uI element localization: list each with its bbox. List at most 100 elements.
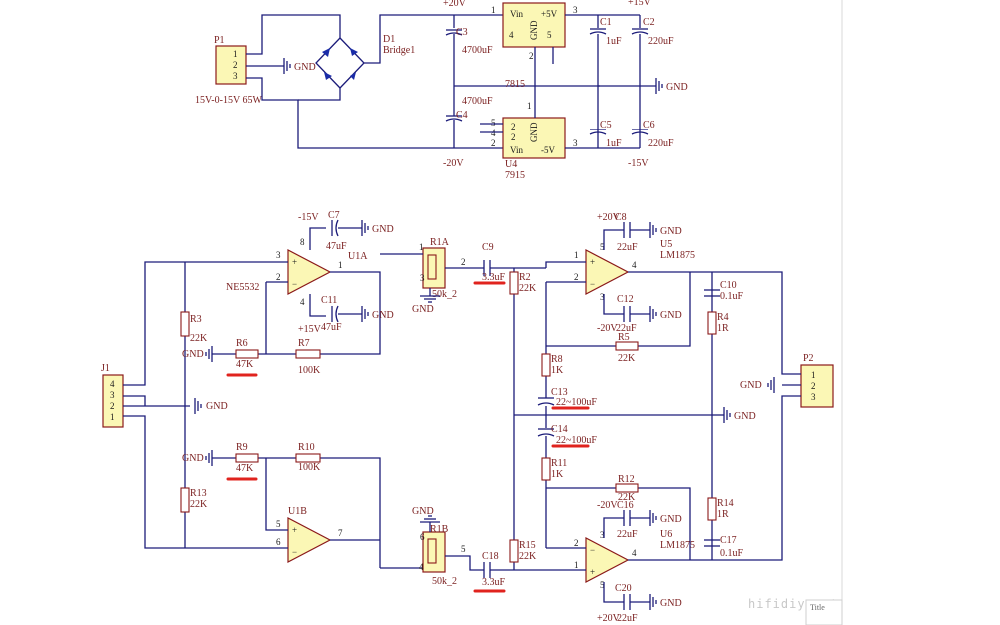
- r10-resistor: [295, 453, 321, 463]
- title-block-label: Title: [810, 603, 825, 612]
- c12-value: 22uF: [616, 323, 637, 334]
- r14-label: R14: [717, 498, 734, 509]
- gnd-label-j1: GND: [206, 401, 228, 412]
- c20-rail: +20V: [597, 613, 621, 624]
- c14-label: C14: [551, 424, 568, 435]
- r7-label: R7: [298, 338, 310, 349]
- u3-regulator-7815: [502, 2, 566, 48]
- c18-value: 3.3uF: [482, 577, 506, 588]
- u1a-pin3: 3: [276, 250, 281, 260]
- r3-resistor: [180, 311, 190, 337]
- c9-value: 3.3uF: [482, 272, 506, 283]
- input-connector-j1: J1 4 3 2 1 GND: [101, 261, 280, 549]
- c3-value: 4700uF: [462, 45, 493, 56]
- c1-value: 1uF: [606, 36, 622, 47]
- c7-label: C7: [328, 210, 340, 221]
- r10-label: R10: [298, 442, 315, 453]
- gnd-symbol: [420, 515, 440, 523]
- gnd-label-c16: GND: [660, 514, 682, 525]
- u4-vout: -5V: [541, 145, 555, 155]
- r7-value: 100K: [298, 365, 321, 376]
- u1b-pin7: 7: [338, 528, 343, 538]
- gnd-symbol: [420, 295, 440, 303]
- r14-value: 1R: [717, 509, 729, 520]
- gnd-symbol: [361, 220, 369, 236]
- c5-label: C5: [600, 120, 612, 131]
- c11-value: 47uF: [321, 322, 342, 333]
- c8-value: 22uF: [617, 242, 638, 253]
- u1a-pin8: 8: [300, 237, 305, 247]
- u3-type: 7815: [505, 79, 525, 90]
- r1b-label: R1B: [430, 524, 449, 535]
- r2-resistor: [509, 271, 519, 295]
- j1-pin3: 3: [110, 390, 115, 400]
- u4-regulator-7915: [502, 117, 566, 159]
- u1a-minus-sign: −: [292, 279, 297, 289]
- c14-value: 22~100uF: [556, 435, 597, 446]
- gnd-label-c12: GND: [660, 310, 682, 321]
- u1b-label: U1B: [288, 506, 307, 517]
- rail-pos15: +15V: [628, 0, 652, 8]
- u6-pin5: 5: [600, 580, 605, 590]
- c13-value: 22~100uF: [556, 397, 597, 408]
- u6-plus-sign: +: [590, 567, 595, 577]
- u5-type: LM1875: [660, 250, 695, 261]
- p2-pin1: 1: [811, 370, 816, 380]
- r1a-pin1: 1: [419, 242, 424, 252]
- u5-minus-sign: −: [590, 279, 595, 289]
- u1a-pin4: 4: [300, 297, 305, 307]
- u5-plus-sign: +: [590, 257, 595, 267]
- r12-value: 22K: [618, 492, 636, 503]
- u4-pin2b: 2: [511, 132, 516, 142]
- rail-neg20-bottom: -20V: [443, 158, 464, 169]
- j1-pin1: 1: [110, 412, 115, 422]
- u5-pin5: 5: [600, 242, 605, 252]
- gnd-symbol: [649, 306, 657, 322]
- u1b-minus-sign: −: [292, 547, 297, 557]
- u3-pin5: 5: [547, 30, 552, 40]
- gnd-label-r1b: GND: [412, 506, 434, 517]
- c3-label: C3: [456, 27, 468, 38]
- u1a-plus-sign: +: [292, 257, 297, 267]
- r1b-pin6: 6: [420, 532, 425, 542]
- c1-label: C1: [600, 17, 612, 28]
- u5-pin1: 1: [574, 250, 579, 260]
- c11-label: C11: [321, 295, 337, 306]
- c2-value: 220uF: [648, 36, 674, 47]
- gnd-label-c7: GND: [372, 224, 394, 235]
- j1-pin2: 2: [110, 401, 115, 411]
- r12-resistor: [615, 483, 639, 493]
- u3-pin3: 3: [573, 5, 578, 15]
- gnd-label-r1a: GND: [412, 304, 434, 315]
- gnd-symbol: [649, 510, 657, 526]
- c8-rail: +20V: [597, 212, 621, 223]
- u4-vin: Vin: [510, 145, 523, 155]
- gnd-symbol: [205, 346, 213, 362]
- u1a-pin2: 2: [276, 272, 281, 282]
- u5-pin2: 2: [574, 272, 579, 282]
- u5-pin3: 3: [600, 292, 605, 302]
- c11-rail: +15V: [298, 324, 322, 335]
- gnd-label-c8: GND: [660, 226, 682, 237]
- u4-pin4: 4: [491, 128, 496, 138]
- r9-value: 47K: [236, 463, 254, 474]
- r11-label: R11: [551, 458, 567, 469]
- u4-pin5: 5: [491, 118, 496, 128]
- c20-label: C20: [615, 583, 632, 594]
- r6-value: 47K: [236, 359, 254, 370]
- u5-pin4: 4: [632, 260, 637, 270]
- u6-label: U6: [660, 529, 672, 540]
- u3-pin1: 1: [491, 5, 496, 15]
- u1b-pin6: 6: [276, 537, 281, 547]
- u6-minus-sign: −: [590, 545, 595, 555]
- u5-label: U5: [660, 239, 672, 250]
- u3-pin4: 4: [509, 30, 514, 40]
- gnd-symbol: [723, 407, 731, 423]
- r10-value: 100K: [298, 462, 321, 473]
- r9-resistor: [235, 453, 259, 463]
- c12-rail: -20V: [597, 323, 618, 334]
- u4-gnd: GND: [529, 122, 539, 142]
- c17-label: C17: [720, 535, 737, 546]
- r3-value: 22K: [190, 333, 208, 344]
- p1-connector: [215, 45, 247, 85]
